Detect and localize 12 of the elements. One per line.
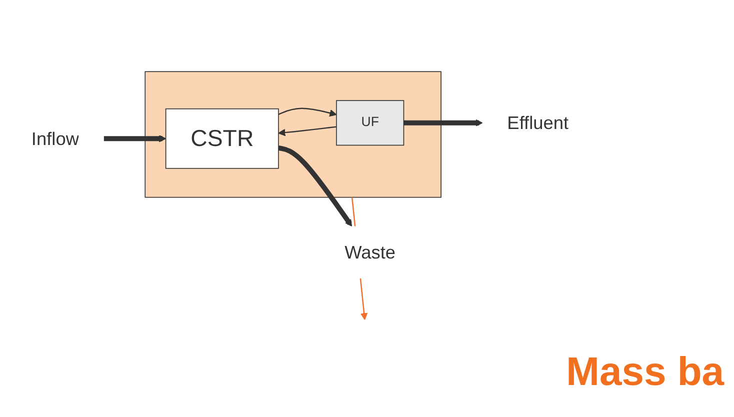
arrow xyxy=(104,135,166,143)
node-box xyxy=(336,100,404,146)
node-text: Effluent xyxy=(507,112,569,134)
node-text: Inflow xyxy=(31,128,79,150)
arrow xyxy=(278,146,352,228)
arrow xyxy=(278,108,337,118)
node-box xyxy=(165,108,279,170)
arrow xyxy=(404,120,483,127)
flowchart-drawing: CSTR UF Inflow Waste Effluent xyxy=(0,65,600,352)
heading-text: Mass ba xyxy=(566,350,724,395)
cluster xyxy=(144,72,442,198)
arrow xyxy=(278,126,337,137)
